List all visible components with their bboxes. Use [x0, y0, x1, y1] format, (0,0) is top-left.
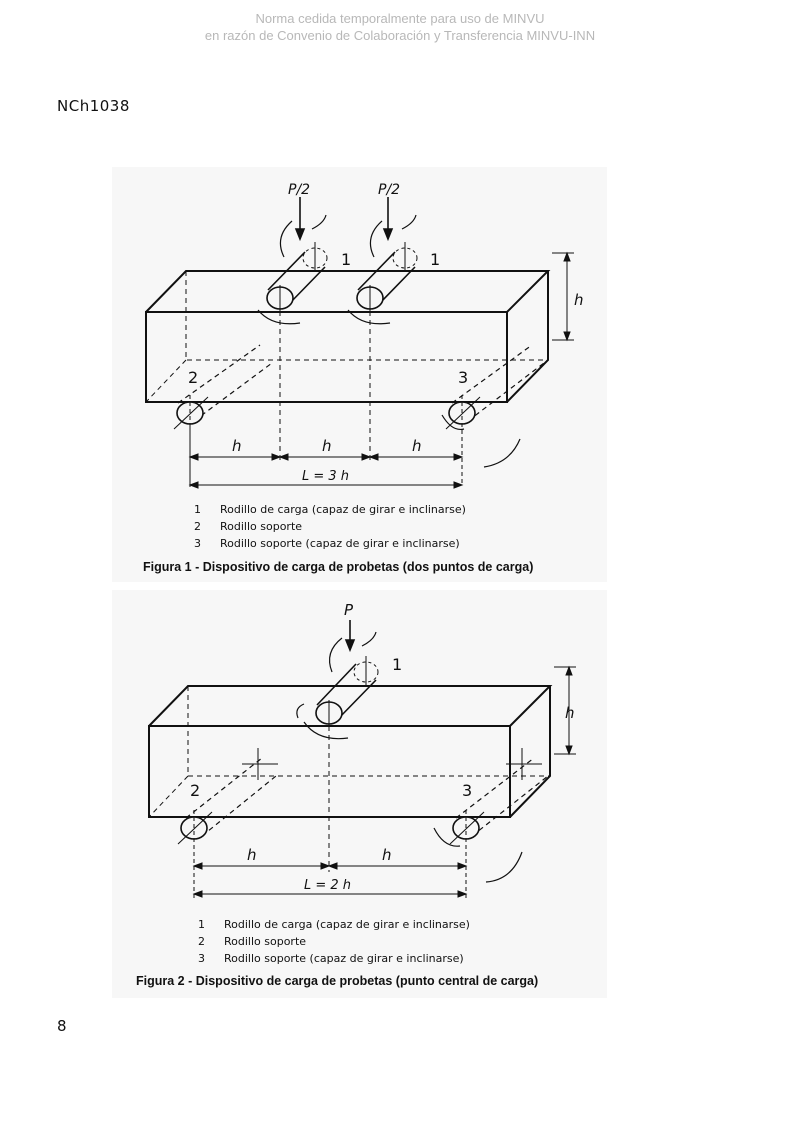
support-roller-left — [173, 344, 273, 435]
figure-1-legend: 1 Rodillo de carga (capaz de girar e incl… — [194, 501, 466, 552]
dimension-lines — [188, 251, 574, 489]
callout-1: 1 — [392, 655, 402, 674]
legend-text: Rodillo de carga (capaz de girar e incli… — [224, 918, 470, 931]
span-label-1: h — [247, 846, 257, 864]
span-label-2: h — [382, 846, 392, 864]
load-arrow — [296, 620, 377, 740]
legend-num: 3 — [194, 537, 201, 550]
legend-text: Rodillo soporte (capaz de girar e inclin… — [220, 537, 460, 550]
legend-text: Rodillo soporte — [220, 520, 303, 533]
legend-item: 2 Rodillo soporte — [198, 933, 470, 950]
legend-text: Rodillo soporte (capaz de girar e inclin… — [224, 952, 464, 965]
figure-1-caption: Figura 1 - Dispositivo de carga de probe… — [143, 560, 534, 574]
watermark-line-2: en razón de Convenio de Colaboración y T… — [204, 28, 596, 43]
legend-num: 1 — [194, 503, 201, 516]
legend-item: 2 Rodillo soporte — [194, 518, 466, 535]
specimen-beam — [145, 270, 551, 403]
legend-num: 2 — [194, 520, 201, 533]
span-label-2: h — [322, 437, 332, 455]
callout-1-left: 1 — [341, 250, 351, 269]
legend-num: 2 — [198, 935, 205, 948]
support-roller-right — [433, 748, 549, 900]
height-label: h — [565, 704, 575, 722]
document-code: NCh1038 — [57, 97, 130, 115]
total-span-label: L = 3 h — [302, 469, 349, 484]
dimension-lines — [192, 665, 576, 898]
figure-2-legend: 1 Rodillo de carga (capaz de girar e incl… — [198, 916, 470, 967]
total-span-label: L = 2 h — [304, 878, 351, 893]
load-label: P — [344, 601, 354, 619]
load-arrows — [257, 197, 417, 325]
legend-num: 1 — [198, 918, 205, 931]
span-label-3: h — [412, 437, 422, 455]
figure-2-drawing: P 1 2 3 h h h L = 2 h — [148, 601, 576, 900]
figure-1-drawing: P/2 P/2 1 1 2 3 h h h h L = 3 h — [145, 182, 584, 489]
loading-roller — [315, 656, 379, 726]
legend-item: 3 Rodillo soporte (capaz de girar e incli… — [198, 950, 470, 967]
figure-2-caption: Figura 2 - Dispositivo de carga de probe… — [136, 974, 539, 988]
load-label-right: P/2 — [378, 182, 400, 198]
callout-3: 3 — [458, 368, 468, 387]
height-label: h — [574, 291, 584, 309]
legend-text: Rodillo soporte — [224, 935, 307, 948]
page-number: 8 — [57, 1017, 67, 1035]
load-label-left: P/2 — [288, 182, 310, 198]
span-label-1: h — [232, 437, 242, 455]
legend-item: 3 Rodillo soporte (capaz de girar e incli… — [194, 535, 466, 552]
callout-2: 2 — [190, 781, 200, 800]
legend-num: 3 — [198, 952, 205, 965]
watermark-line-1: Norma cedida temporalmente para uso de M… — [255, 11, 545, 26]
specimen-beam — [148, 685, 553, 818]
watermark: Norma cedida temporalmente para uso de M… — [0, 10, 800, 44]
callout-3: 3 — [462, 781, 472, 800]
support-roller-left — [177, 748, 278, 900]
legend-item: 1 Rodillo de carga (capaz de girar e incl… — [198, 916, 470, 933]
loading-roller-left — [266, 242, 328, 311]
callout-2: 2 — [188, 368, 198, 387]
legend-item: 1 Rodillo de carga (capaz de girar e incl… — [194, 501, 466, 518]
support-roller-right — [441, 344, 545, 485]
callout-1-right: 1 — [430, 250, 440, 269]
loading-roller-right — [356, 242, 418, 311]
legend-text: Rodillo de carga (capaz de girar e incli… — [220, 503, 466, 516]
